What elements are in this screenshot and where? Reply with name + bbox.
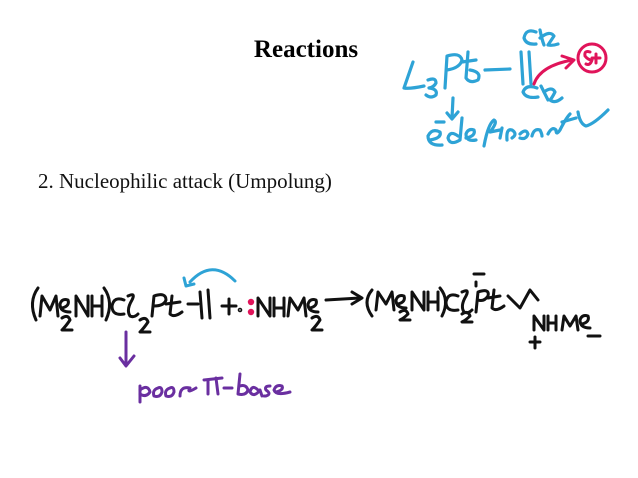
lone-pair xyxy=(247,298,255,316)
poor-pi-base-note xyxy=(118,330,292,404)
curly-arrow xyxy=(182,268,237,288)
bullet-point: 2. Nucleophilic attack (Umpolung) xyxy=(38,169,332,193)
slide-title: Reactions xyxy=(253,36,359,63)
plus-sign xyxy=(220,297,243,316)
product xyxy=(365,272,602,350)
reactant xyxy=(31,286,212,334)
reaction-arrow xyxy=(324,290,364,306)
nucleophile xyxy=(256,296,324,332)
